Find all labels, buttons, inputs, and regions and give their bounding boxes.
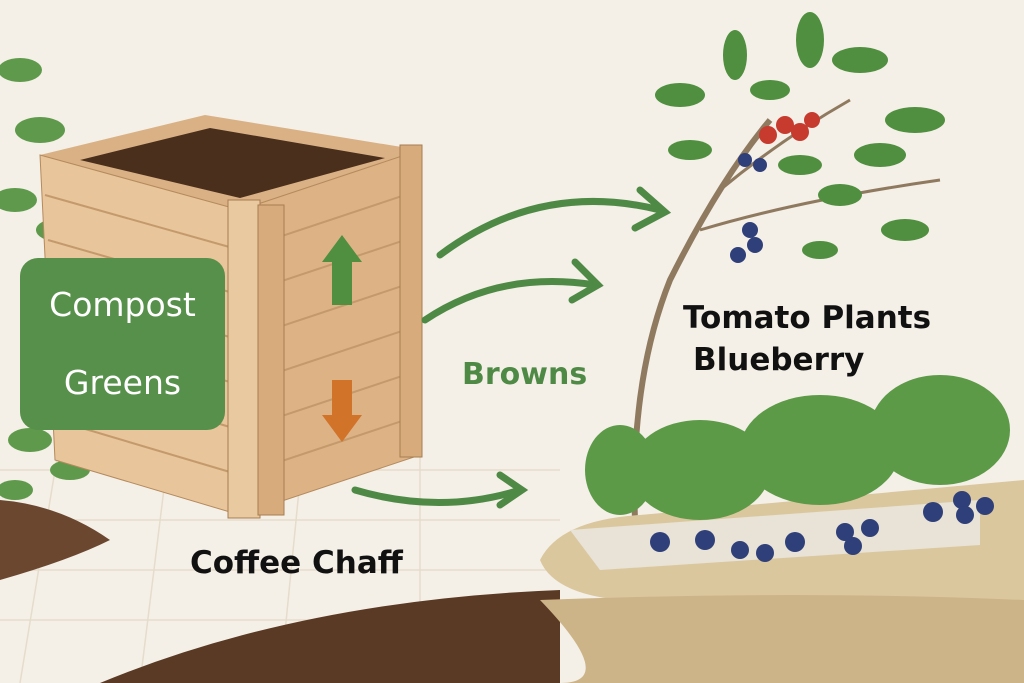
up-arrow-icon <box>322 235 362 305</box>
flow-arrows <box>351 186 672 509</box>
greens-text: Greens <box>63 363 182 402</box>
compost-text: Compost <box>49 285 196 324</box>
blueberry-label: Blueberry <box>693 342 865 378</box>
soil-left <box>0 500 110 580</box>
tomato-plants-label: Tomato Plants <box>683 300 932 336</box>
compost-greens-label: Compost Greens <box>20 258 225 430</box>
coffee-chaff-label: Coffee Chaff <box>190 545 403 581</box>
browns-label: Browns <box>462 357 588 392</box>
soil-bottom <box>100 590 560 683</box>
raised-bed <box>540 375 1024 683</box>
down-arrow-icon <box>322 380 362 442</box>
